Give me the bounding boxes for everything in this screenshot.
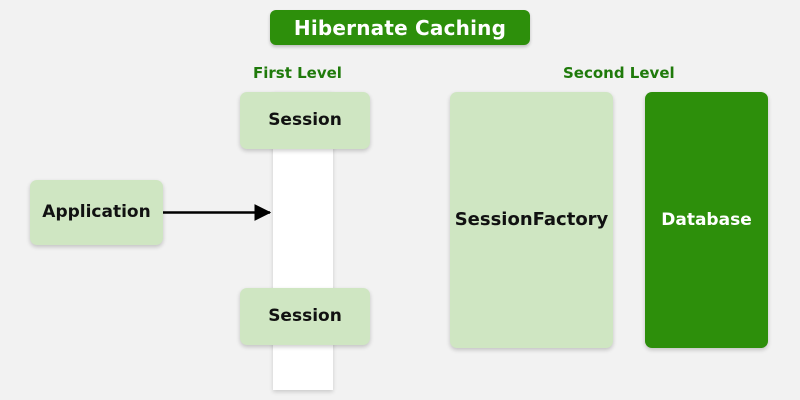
node-session-factory-label: SessionFactory	[454, 209, 609, 230]
page-title: Hibernate Caching	[293, 15, 507, 40]
node-database-label: Database	[661, 209, 752, 230]
caption-second-level: Second Level	[563, 64, 675, 82]
node-session-bottom: Session	[240, 288, 370, 345]
diagram-title-banner: Hibernate Caching	[270, 10, 530, 45]
node-database: Database	[645, 92, 768, 348]
node-session-bottom-label: Session	[268, 306, 342, 326]
node-session-top: Session	[240, 92, 370, 149]
node-session-top-label: Session	[268, 110, 342, 130]
node-session-factory: SessionFactory	[450, 92, 613, 348]
node-application-label: Application	[42, 202, 151, 222]
caption-first-level: First Level	[253, 64, 342, 82]
node-application: Application	[30, 180, 163, 245]
arrow-application-to-session-icon	[163, 204, 272, 221]
